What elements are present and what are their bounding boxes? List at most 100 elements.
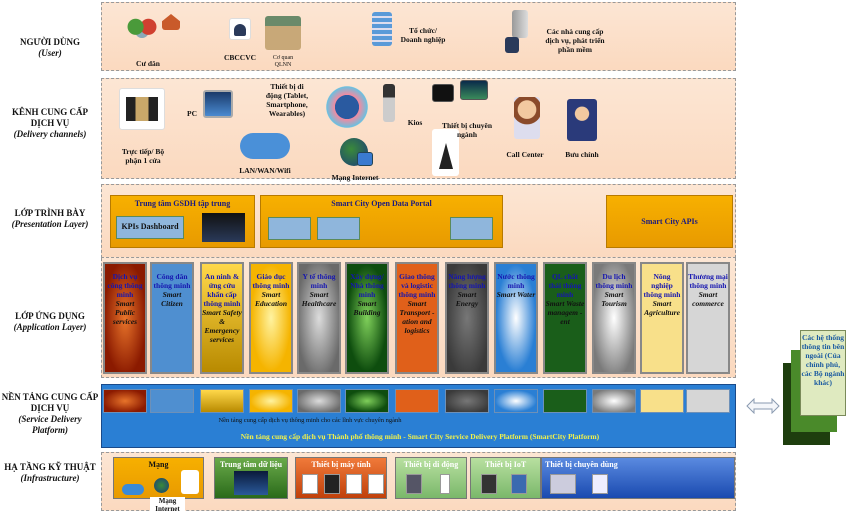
call-center-label: Call Center: [506, 150, 544, 159]
portal-module[interactable]: [317, 217, 360, 240]
device-panel-icon: [592, 474, 608, 494]
layer-label-platform: NỀN TẢNG CUNG CẤP DỊCH VỤ(Service Delive…: [0, 392, 100, 436]
portal-module[interactable]: [268, 217, 311, 240]
direct-channel-label: Trực tiếp/ Bộ phận 1 cửa: [121, 147, 165, 165]
app-name-vi: Nông nghiệp thông minh: [643, 272, 681, 299]
app-name-en: Smart Safety & Emergency services: [202, 308, 242, 344]
open-data-portal-box: Smart City Open Data Portal: [260, 195, 503, 248]
scanner-icon: [368, 474, 384, 494]
cloud-icon: [240, 133, 290, 159]
app-name-vi: Nước thông minh: [497, 272, 535, 290]
cloud-icon: [122, 484, 144, 495]
label-en: (Service Delivery Platform): [18, 414, 82, 435]
platform-service-block: [249, 389, 293, 413]
layer-label-delivery: KÊNH CUNG CẤP DỊCH VỤ(Delivery channels): [0, 107, 100, 140]
smart-city-apis-box: Smart City APIs: [606, 195, 733, 248]
scanner-machine-icon: [550, 474, 576, 494]
postman-icon: [567, 99, 597, 141]
label-en: (Infrastructure): [20, 473, 80, 483]
network-box: Mạng: [113, 457, 204, 499]
mobile-devices-label: Thiết bị di động: [403, 460, 459, 469]
datacenter-label: Trung tâm dữ liệu: [219, 460, 283, 469]
platform-service-block: [297, 389, 341, 413]
app-name-en: Smart Healthcare: [301, 290, 337, 308]
wearable-icon: [481, 474, 497, 494]
platform-service-block: [445, 389, 489, 413]
server-icon: [512, 10, 528, 38]
app-name-en: Smart commerce: [692, 290, 724, 308]
app-name-vi: Du lịch thông minh: [595, 272, 633, 290]
app-name-vi: Giáo dục thông minh: [252, 272, 290, 290]
sector-platform-label: Nền tảng cung cấp dịch vụ thông minh cho…: [218, 417, 402, 424]
network-label: Mạng: [148, 460, 169, 469]
house-icon: [162, 14, 180, 30]
specialized-device-label: Thiết bị chuyên ngành: [441, 121, 492, 139]
platform-service-block: [640, 389, 684, 413]
specialized-display-icon: [460, 80, 488, 100]
lan-label: LAN/WAN/Wifi: [239, 166, 291, 175]
printer-icon: [346, 474, 362, 494]
label-vi: HẠ TẦNG KỸ THUẬT: [4, 462, 96, 472]
computers-label: Thiết bị máy tính: [311, 460, 371, 469]
specialized-devices-label: Thiết bị chuyên dùng: [545, 460, 618, 469]
app-name-en: Smart Waste managem -ent: [545, 299, 585, 326]
control-room-image: [202, 213, 245, 242]
portal-module[interactable]: [450, 217, 493, 240]
app-name-en: Smart Water: [496, 290, 536, 299]
app-name-en: Smart Agriculture: [644, 299, 680, 317]
bidirectional-arrow-icon: [746, 397, 780, 415]
kpi-dashboard-button[interactable]: KPIs Dashboard: [116, 216, 184, 239]
call-center-agent-icon: [514, 97, 540, 139]
one-stop-counter-icon: [119, 88, 165, 130]
meter-icon: [511, 474, 527, 494]
globe-icon: [154, 478, 169, 493]
desktop-icon: [302, 474, 318, 494]
mobile-devices-icon: [322, 84, 372, 130]
kiosk-icon: [383, 84, 395, 122]
app-name-vi: Y tế thông minh: [302, 272, 336, 290]
residents-icon: [126, 18, 158, 40]
agency-building-icon: [265, 16, 301, 50]
mobile-devices-box: Thiết bị di động: [395, 457, 467, 499]
platform-service-block: [150, 389, 194, 413]
providers-label: Các nhà cung cấp dịch vụ, phát triển phầ…: [545, 27, 605, 54]
user-band: [101, 2, 736, 71]
label-en: (Delivery channels): [13, 129, 87, 139]
agency-label: Cơ quan QLNN: [272, 55, 294, 68]
app-name-en: Smart Education: [254, 290, 288, 308]
tablet-icon: [406, 474, 422, 494]
laptop-icon: [324, 474, 340, 494]
layer-label-presentation: LỚP TRÌNH BÀY(Presentation Layer): [0, 208, 100, 230]
app-name-vi: Năng lượng thông minh: [448, 272, 486, 290]
enterprise-building-icon: [372, 12, 392, 46]
kiosk-label: Kios: [407, 118, 423, 127]
app-name-vi: An ninh & ứng cứu khẩn cấp thông minh: [203, 272, 241, 308]
label-en: (Presentation Layer): [11, 219, 89, 229]
specialized-screen-icon: [432, 84, 454, 102]
smartphone-icon: [440, 474, 450, 494]
pc-icon: [203, 90, 233, 118]
label-en: (User): [38, 48, 62, 58]
pc-label: PC: [187, 109, 197, 118]
app-name-en: Smart Public services: [112, 299, 138, 326]
label-en: (Application Layer): [13, 322, 87, 332]
platform-service-block: [543, 389, 587, 413]
platform-service-block: [592, 389, 636, 413]
provider-person-icon: [505, 37, 519, 53]
app-name-vi: Giao thông và logistic thông minh: [398, 272, 436, 299]
enterprise-label: Tổ chức/ Doanh nghiệp: [400, 26, 446, 44]
monitoring-center-box: Trung tâm GSDH tập trung KPIs Dashboard: [110, 195, 255, 248]
